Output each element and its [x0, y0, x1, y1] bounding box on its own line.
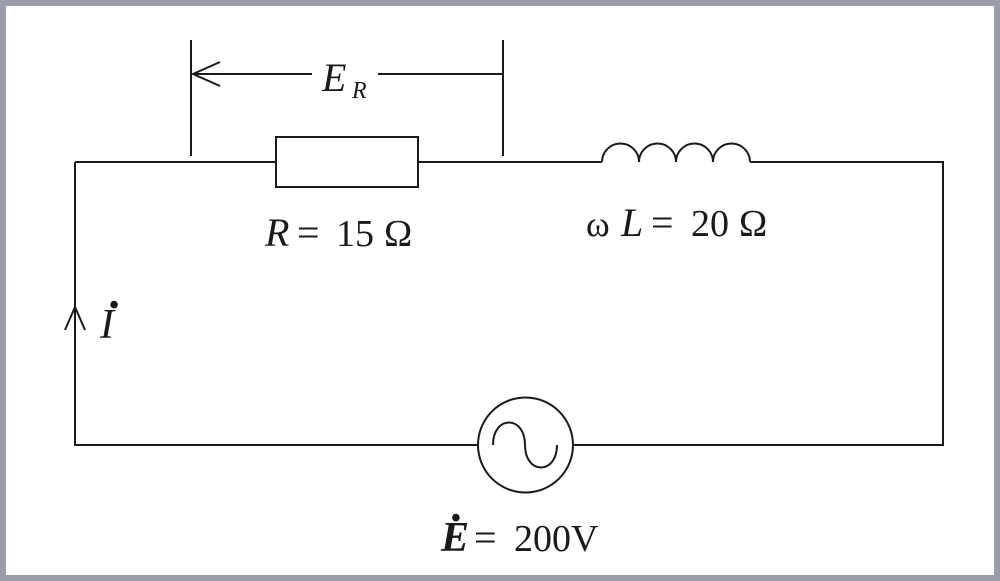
voltage-arrow-head-icon	[190, 61, 221, 87]
current-label-dot: •	[109, 290, 119, 321]
inductor-label-unit: Ω	[739, 203, 767, 245]
voltage-label-symbol: E	[321, 55, 346, 100]
current-arrow-icon	[64, 304, 86, 331]
source-label-equals: =	[474, 515, 497, 560]
resistor-label-unit: Ω	[384, 213, 412, 255]
wire-top-right	[573, 161, 944, 446]
resistor-symbol	[275, 136, 419, 188]
source-label-unit: V	[571, 518, 599, 560]
resistor-label-value: 15	[336, 213, 374, 255]
resistor-label-symbol: R	[264, 210, 289, 255]
current-label-symbol: I	[99, 302, 116, 348]
resistor-label-equals: =	[297, 210, 320, 255]
ac-source-symbol	[477, 396, 574, 494]
inductor-label-value: 20	[691, 203, 729, 245]
voltage-label-subscript: R	[351, 78, 367, 104]
inductor-label-equals: =	[651, 200, 674, 245]
inductor-label-omega: ω	[586, 204, 610, 244]
inductor-label-symbol: L	[620, 200, 643, 245]
inductor-symbol	[601, 142, 751, 163]
source-label-symbol: E	[440, 515, 469, 561]
sine-wave-icon	[492, 421, 558, 469]
source-label-dot: •	[451, 503, 461, 534]
source-label-value: 200	[514, 518, 571, 560]
wire-bottom-left	[74, 162, 478, 446]
